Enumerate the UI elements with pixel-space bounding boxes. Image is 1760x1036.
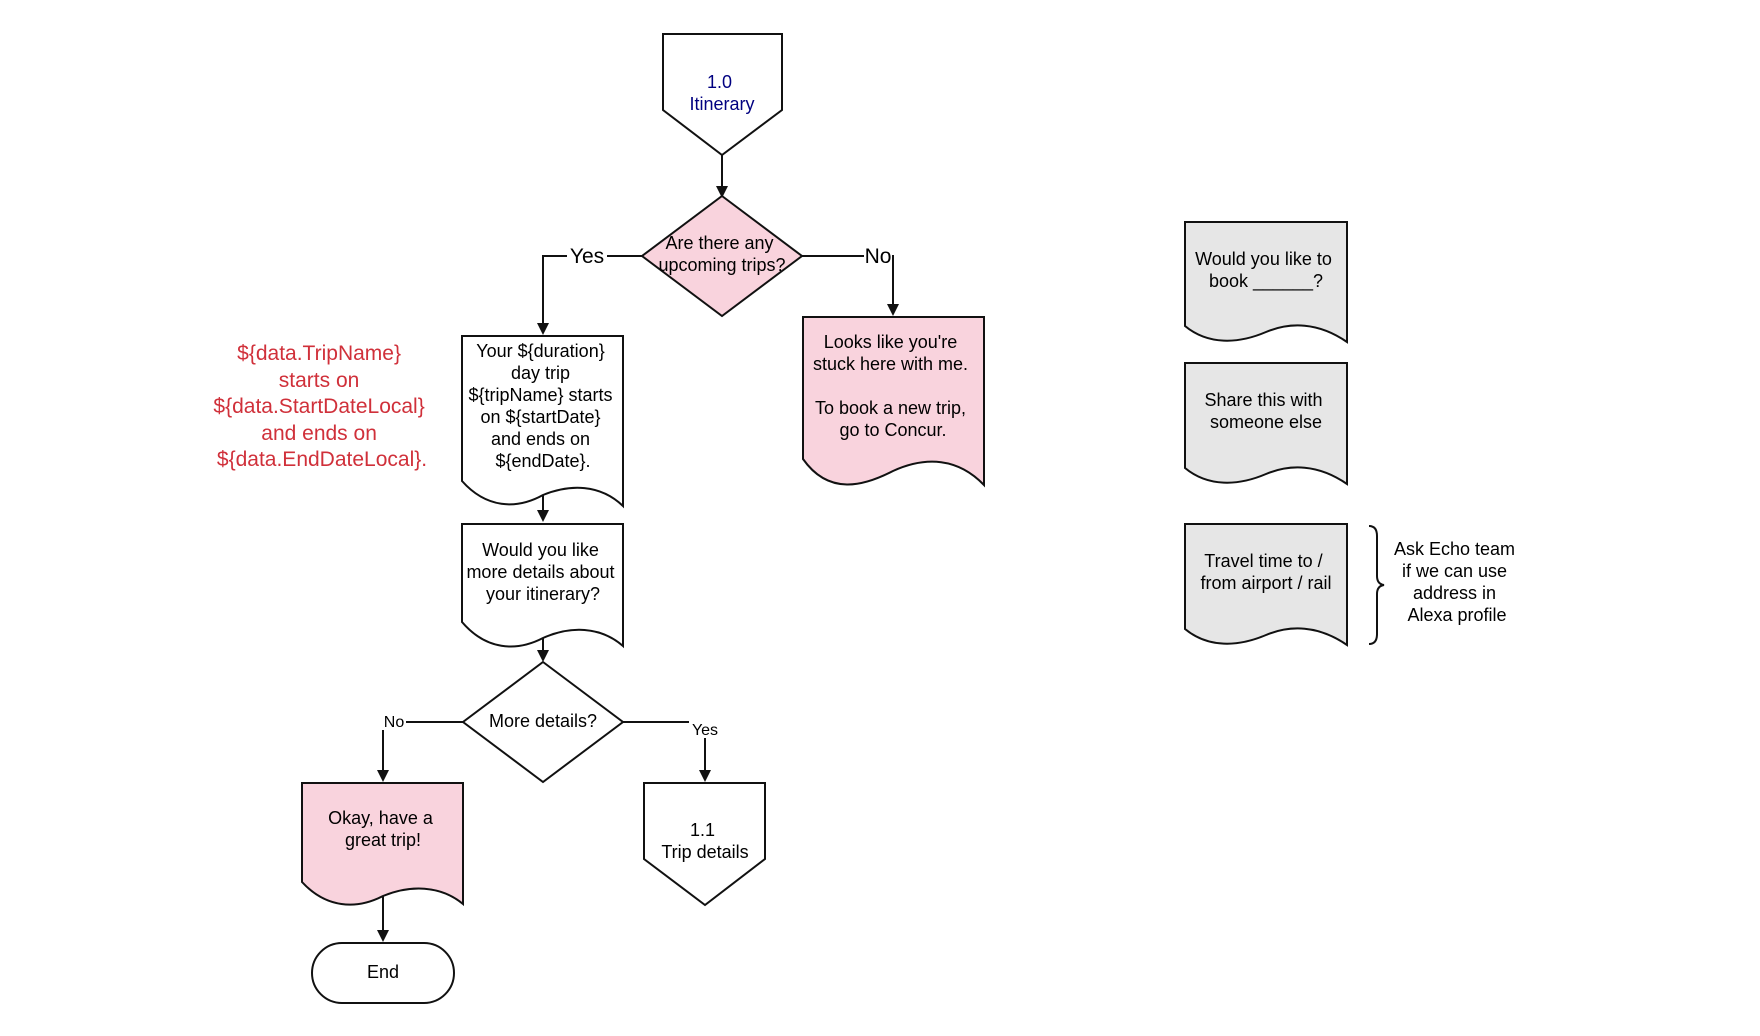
itinerary-connector-shape	[662, 33, 783, 157]
no-trips-document-text: Looks like you're stuck here with me. To…	[813, 332, 973, 440]
upcoming-trips-decision-label: Are there any upcoming trips?	[658, 233, 785, 275]
edge-label-bg-details-yes	[689, 720, 721, 738]
share-document-text: Share this with someone else	[1204, 390, 1327, 432]
travel-time-document-shape	[1184, 523, 1348, 647]
trip-summary-document-text: Your ${duration} day trip ${tripName} st…	[468, 341, 617, 471]
travel-time-document-text: Travel time to / from airport / rail	[1200, 551, 1331, 593]
edge-label-bg-no	[864, 244, 892, 268]
share-document-shape	[1184, 362, 1348, 486]
no-trips-document-shape	[802, 316, 985, 488]
itinerary-connector-label: 1.0 Itinerary	[689, 72, 754, 114]
book-document-shape	[1184, 221, 1348, 344]
template-note-annotation: ${data.TripName} starts on ${data.StartD…	[213, 342, 430, 471]
edge-label-details-no: No	[384, 714, 405, 731]
echo-note-annotation: Ask Echo team if we can use address in A…	[1394, 539, 1520, 625]
upcoming-trips-decision-shape	[640, 194, 804, 318]
end-terminator-shape	[311, 942, 455, 1004]
edge-upcoming-yes	[537, 255, 642, 335]
trip-details-connector-label: 1.1 Trip details	[661, 820, 748, 862]
book-document-text: Would you like to book ______?	[1195, 249, 1337, 292]
great-trip-document-text: Okay, have a great trip!	[328, 808, 438, 850]
edge-label-bg-yes	[567, 244, 607, 268]
edge-label-upcoming-no: No	[865, 245, 892, 268]
end-terminator-label: End	[367, 962, 399, 982]
great-trip-document-shape	[301, 782, 464, 907]
edge-upcoming-no	[802, 255, 899, 316]
edge-label-upcoming-yes: Yes	[570, 245, 604, 268]
trip-details-connector-shape	[643, 782, 766, 907]
edge-label-bg-details-no	[382, 712, 406, 730]
more-details-prompt-document-text: Would you like more details about your i…	[466, 540, 619, 604]
more-details-decision-label: More details?	[489, 711, 597, 731]
more-details-decision-shape	[461, 660, 625, 784]
echo-note-brace	[1368, 525, 1385, 645]
edge-label-details-yes: Yes	[692, 722, 718, 739]
trip-summary-document-shape	[461, 335, 624, 509]
more-details-prompt-document-shape	[461, 523, 624, 649]
